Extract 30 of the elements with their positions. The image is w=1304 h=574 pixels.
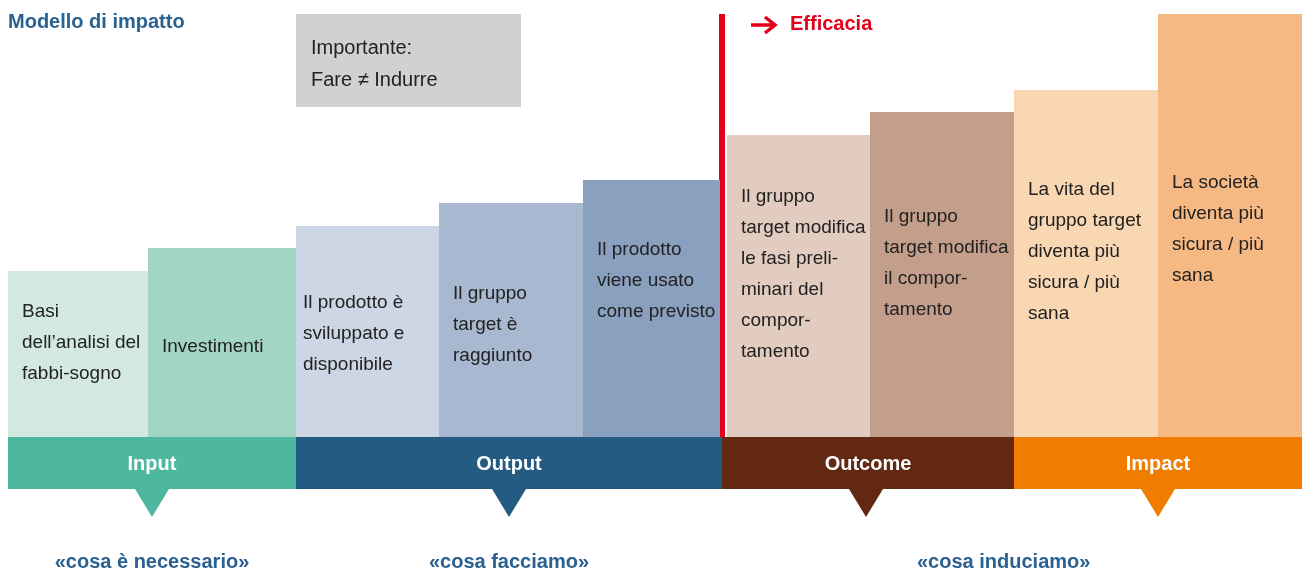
step-text: Il gruppo target modifica le fasi preli-minari del compor-tamento <box>741 184 866 363</box>
step-text: Basi dell’analisi del fabbi-sogno <box>22 299 142 385</box>
step-column <box>8 271 148 437</box>
step-column <box>1014 90 1158 437</box>
step-text: Il prodotto è sviluppato e disponibile <box>303 290 406 376</box>
caption-label: «cosa induciamo» <box>917 550 1091 573</box>
step-text: Il gruppo target è raggiunto <box>453 281 534 367</box>
step-column <box>1158 14 1302 437</box>
heading-label: Efficacia <box>790 12 873 35</box>
step-column <box>439 203 583 437</box>
stage-banner: Input <box>8 437 296 517</box>
diagram-title: Modello di impatto <box>8 10 185 33</box>
caption-label: «cosa è necessario» <box>53 550 251 573</box>
step-text: Investimenti <box>162 334 265 358</box>
step-column <box>870 112 1014 437</box>
step-text: La società diventa più sicura / più sana <box>1172 170 1265 287</box>
stage-banner: Impact <box>1014 437 1302 517</box>
caption-label: «cosa facciamo» <box>427 550 591 573</box>
step-column <box>296 226 439 437</box>
step-text: Il prodotto viene usato come previsto <box>597 237 716 323</box>
stage-banner: Output <box>296 437 722 517</box>
note-text: Importante: <box>311 35 413 60</box>
step-text: La vita del gruppo target diventa più sicura / più sana <box>1028 177 1143 325</box>
step-column <box>727 135 870 437</box>
step-column <box>148 248 296 437</box>
step-column <box>583 180 720 437</box>
stage-banner: Outcome <box>722 437 1014 517</box>
step-text: Il gruppo target modifica il compor-tamento <box>884 204 1010 321</box>
note-text: Fare ≠ Indurre <box>311 67 438 92</box>
note-box <box>296 14 521 107</box>
